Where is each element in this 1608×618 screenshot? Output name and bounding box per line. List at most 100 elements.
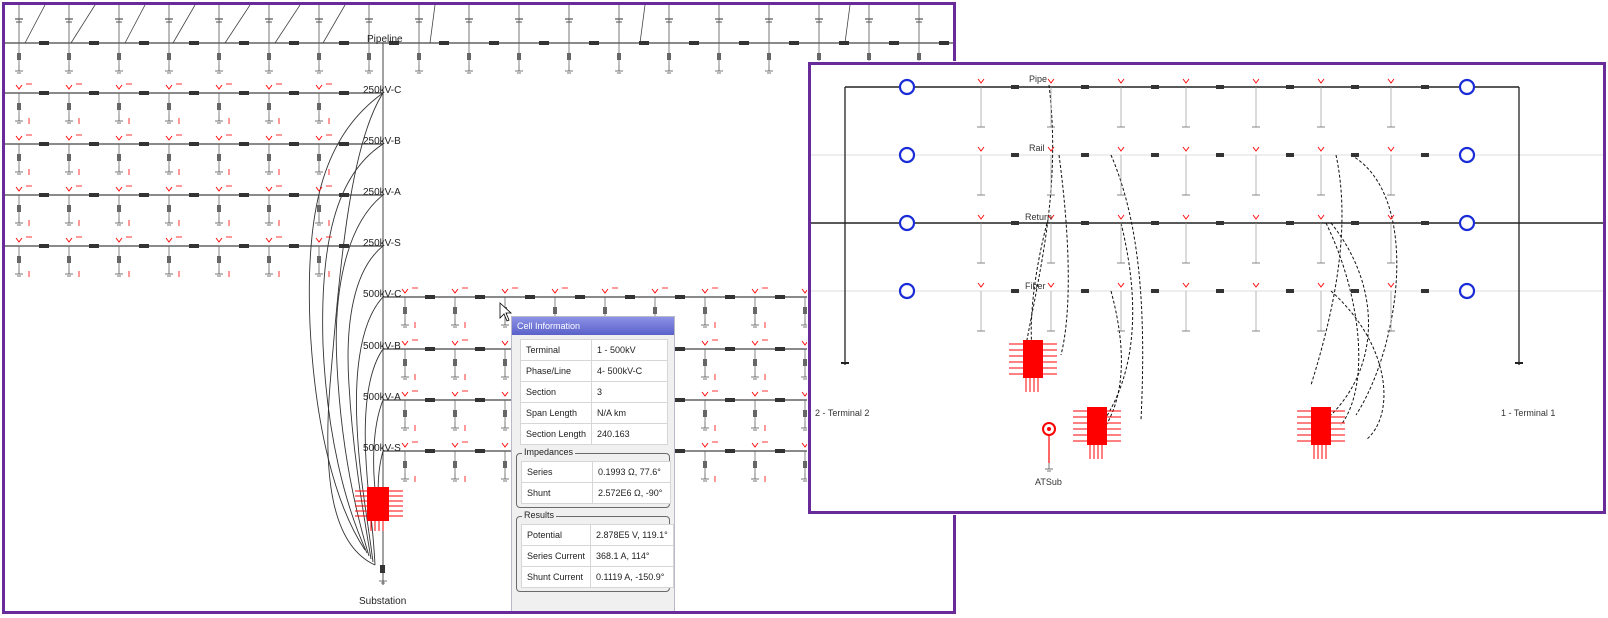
inset-current-arrow — [1117, 282, 1125, 288]
current-arrow — [115, 186, 123, 192]
series-impedance — [775, 449, 785, 453]
series-impedance — [89, 41, 99, 45]
shunt-element — [67, 154, 71, 161]
series-impedance — [39, 41, 49, 45]
bus-label-pipeline: Pipeline — [367, 34, 403, 45]
inset-impedance — [1421, 289, 1429, 293]
current-arrow — [701, 442, 709, 448]
shunt-element — [67, 103, 71, 110]
shunt-element — [217, 103, 221, 110]
series-impedance — [775, 347, 785, 351]
series-impedance — [725, 449, 735, 453]
inset-impedance — [1151, 85, 1159, 89]
shunt-element — [317, 154, 321, 161]
main-schematic-canvas[interactable]: Pipeline 250kV-C 250kV-B 250kV-A 250kV-S… — [5, 5, 956, 614]
inset-current-arrow — [1317, 146, 1325, 152]
series-impedance — [575, 295, 585, 299]
current-arrow — [265, 135, 273, 141]
series-impedance — [189, 244, 199, 248]
inset-node-left — [898, 214, 916, 232]
inset-current-arrow — [1182, 146, 1190, 152]
pipeline-feeder — [274, 5, 301, 44]
series-impedance — [239, 244, 249, 248]
shunt-element — [317, 103, 321, 110]
substation-transformer — [367, 487, 389, 521]
current-arrow — [751, 442, 759, 448]
current-arrow — [501, 288, 509, 294]
shunt-element — [817, 53, 821, 60]
current-arrow — [265, 84, 273, 90]
series-impedance — [89, 193, 99, 197]
shunt-element — [417, 53, 421, 60]
inset-impedance — [1286, 153, 1294, 157]
shunt-element — [167, 53, 171, 60]
series-impedance — [739, 41, 749, 45]
shunt-element — [217, 205, 221, 212]
series-impedance — [339, 244, 349, 248]
cell-information-title[interactable]: Cell Information — [512, 317, 674, 335]
series-impedance — [425, 398, 435, 402]
inset-row-label-rail: Rail — [1029, 143, 1045, 153]
current-arrow — [15, 135, 23, 141]
series-impedance — [839, 41, 849, 45]
series-impedance — [789, 41, 799, 45]
series-impedance — [189, 142, 199, 146]
inset-impedance — [1151, 221, 1159, 225]
current-arrow — [215, 135, 223, 141]
series-impedance — [689, 41, 699, 45]
current-arrow — [315, 237, 323, 243]
shunt-element — [803, 410, 807, 417]
inset-impedance — [1351, 85, 1359, 89]
current-arrow — [401, 288, 409, 294]
shunt-element — [117, 256, 121, 263]
shunt-element — [267, 256, 271, 263]
series-impedance — [39, 91, 49, 95]
shunt-element — [517, 53, 521, 60]
inset-dashed-connection — [1030, 222, 1048, 354]
series-impedance — [725, 347, 735, 351]
inset-current-arrow — [1047, 214, 1055, 220]
substation-element — [380, 565, 385, 573]
inset-node-right — [1458, 282, 1476, 300]
shunt-element — [17, 205, 21, 212]
current-arrow — [65, 84, 73, 90]
inset-detail-panel[interactable]: Pipe Rail Return Fiber 2 - Terminal 2 1 … — [808, 62, 1606, 514]
shunt-element — [217, 154, 221, 161]
terminal-1-label: 1 - Terminal 1 — [1501, 408, 1555, 418]
inset-schematic-canvas[interactable]: Pipe Rail Return Fiber 2 - Terminal 2 1 … — [811, 65, 1606, 514]
connection-curve — [308, 92, 384, 551]
current-arrow — [215, 186, 223, 192]
pipeline-feeder — [429, 5, 436, 44]
shunt-element — [217, 256, 221, 263]
inset-current-arrow — [1252, 78, 1260, 84]
substation-label: Substation — [359, 596, 406, 607]
inset-node-left — [898, 282, 916, 300]
inset-row-label-pipe: Pipe — [1029, 74, 1047, 84]
inset-dashed-connection — [1058, 154, 1069, 356]
inset-impedance — [1421, 221, 1429, 225]
inset-impedance — [1216, 289, 1224, 293]
series-impedance — [39, 244, 49, 248]
row-value: 3 — [591, 381, 668, 403]
current-arrow — [801, 442, 809, 448]
bus-label-250kv-a: 250kV-A — [363, 187, 401, 198]
main-schematic-panel[interactable]: Pipeline 250kV-C 250kV-B 250kV-A 250kV-S… — [2, 2, 956, 614]
series-impedance — [89, 91, 99, 95]
row-key: Span Length — [519, 402, 593, 424]
series-impedance — [89, 142, 99, 146]
current-arrow — [165, 237, 173, 243]
row-value: 2.572E6 Ω, -90° — [592, 482, 671, 504]
current-arrow — [115, 237, 123, 243]
shunt-element — [267, 103, 271, 110]
current-arrow — [801, 391, 809, 397]
bus-label-500kv-c: 500kV-C — [363, 289, 401, 300]
shunt-element — [167, 256, 171, 263]
current-arrow — [215, 237, 223, 243]
shunt-element — [467, 53, 471, 60]
